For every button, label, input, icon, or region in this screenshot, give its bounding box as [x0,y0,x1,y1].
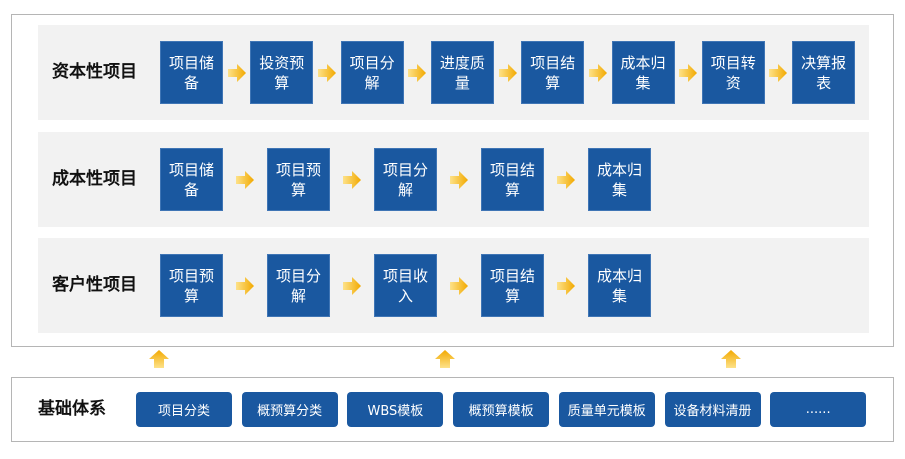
project-row: 客户性项目 项目预算项目分解项目收入项目结算成本归集 [38,238,869,333]
arrow-right-icon [498,64,517,82]
arrow-right-icon [343,277,361,295]
arrow-right-icon [450,277,468,295]
project-row: 资本性项目 项目储备投资预算项目分解进度质量项目结算成本归集项目转资决算报表 [38,25,869,120]
arrow-up-icon [435,350,455,368]
arrow-right-icon [769,64,788,82]
process-step: 项目结算 [481,148,544,211]
foundation-item[interactable]: 概预算模板 [453,392,550,427]
arrow-right-icon [317,64,336,82]
process-step: 项目结算 [481,254,544,317]
arrow-up-icon [149,350,169,368]
row-label: 资本性项目 [52,62,137,82]
project-types-panel: 资本性项目项目储备投资预算项目分解进度质量项目结算成本归集项目转资决算报表成本性… [11,14,894,347]
arrow-up-icon [721,350,741,368]
process-step: 项目分解 [267,254,330,317]
process-step: 投资预算 [250,41,314,104]
process-step: 成本归集 [588,148,651,211]
foundation-item[interactable]: 项目分类 [136,392,232,427]
arrow-right-icon [588,64,607,82]
project-row: 成本性项目 项目储备项目预算项目分解项目结算成本归集 [38,132,869,227]
process-step: 成本归集 [611,41,675,104]
process-step: 项目预算 [160,254,223,317]
foundation-item[interactable]: WBS模板 [347,392,444,427]
arrow-right-icon [450,171,468,189]
process-step: 项目预算 [267,148,330,211]
process-step: 项目收入 [374,254,437,317]
process-step: 项目分解 [340,41,404,104]
arrow-right-icon [679,64,698,82]
arrow-right-icon [236,171,254,189]
process-step: 项目分解 [374,148,437,211]
row-label: 客户性项目 [52,275,137,295]
process-step: 项目储备 [160,148,223,211]
arrow-right-icon [408,64,427,82]
row-label: 成本性项目 [52,169,137,189]
foundation-item[interactable]: ...... [770,392,867,427]
foundation-item[interactable]: 设备材料清册 [664,392,761,427]
arrow-right-icon [557,171,575,189]
process-step: 项目储备 [160,41,223,104]
arrow-right-icon [557,277,575,295]
arrow-right-icon [236,277,254,295]
arrow-right-icon [227,64,246,82]
foundation-item[interactable]: 质量单元模板 [558,392,655,427]
arrow-right-icon [343,171,361,189]
process-step: 进度质量 [430,41,494,104]
foundation-panel: 基础体系 项目分类概预算分类 WBS模板概预算模板质量单元模板设备材料清册....… [11,377,894,442]
foundation-item[interactable]: 概预算分类 [241,392,338,427]
foundation-label: 基础体系 [38,399,106,419]
process-step: 成本归集 [588,254,651,317]
process-step: 项目转资 [701,41,765,104]
process-step: 项目结算 [521,41,585,104]
process-step: 决算报表 [792,41,856,104]
